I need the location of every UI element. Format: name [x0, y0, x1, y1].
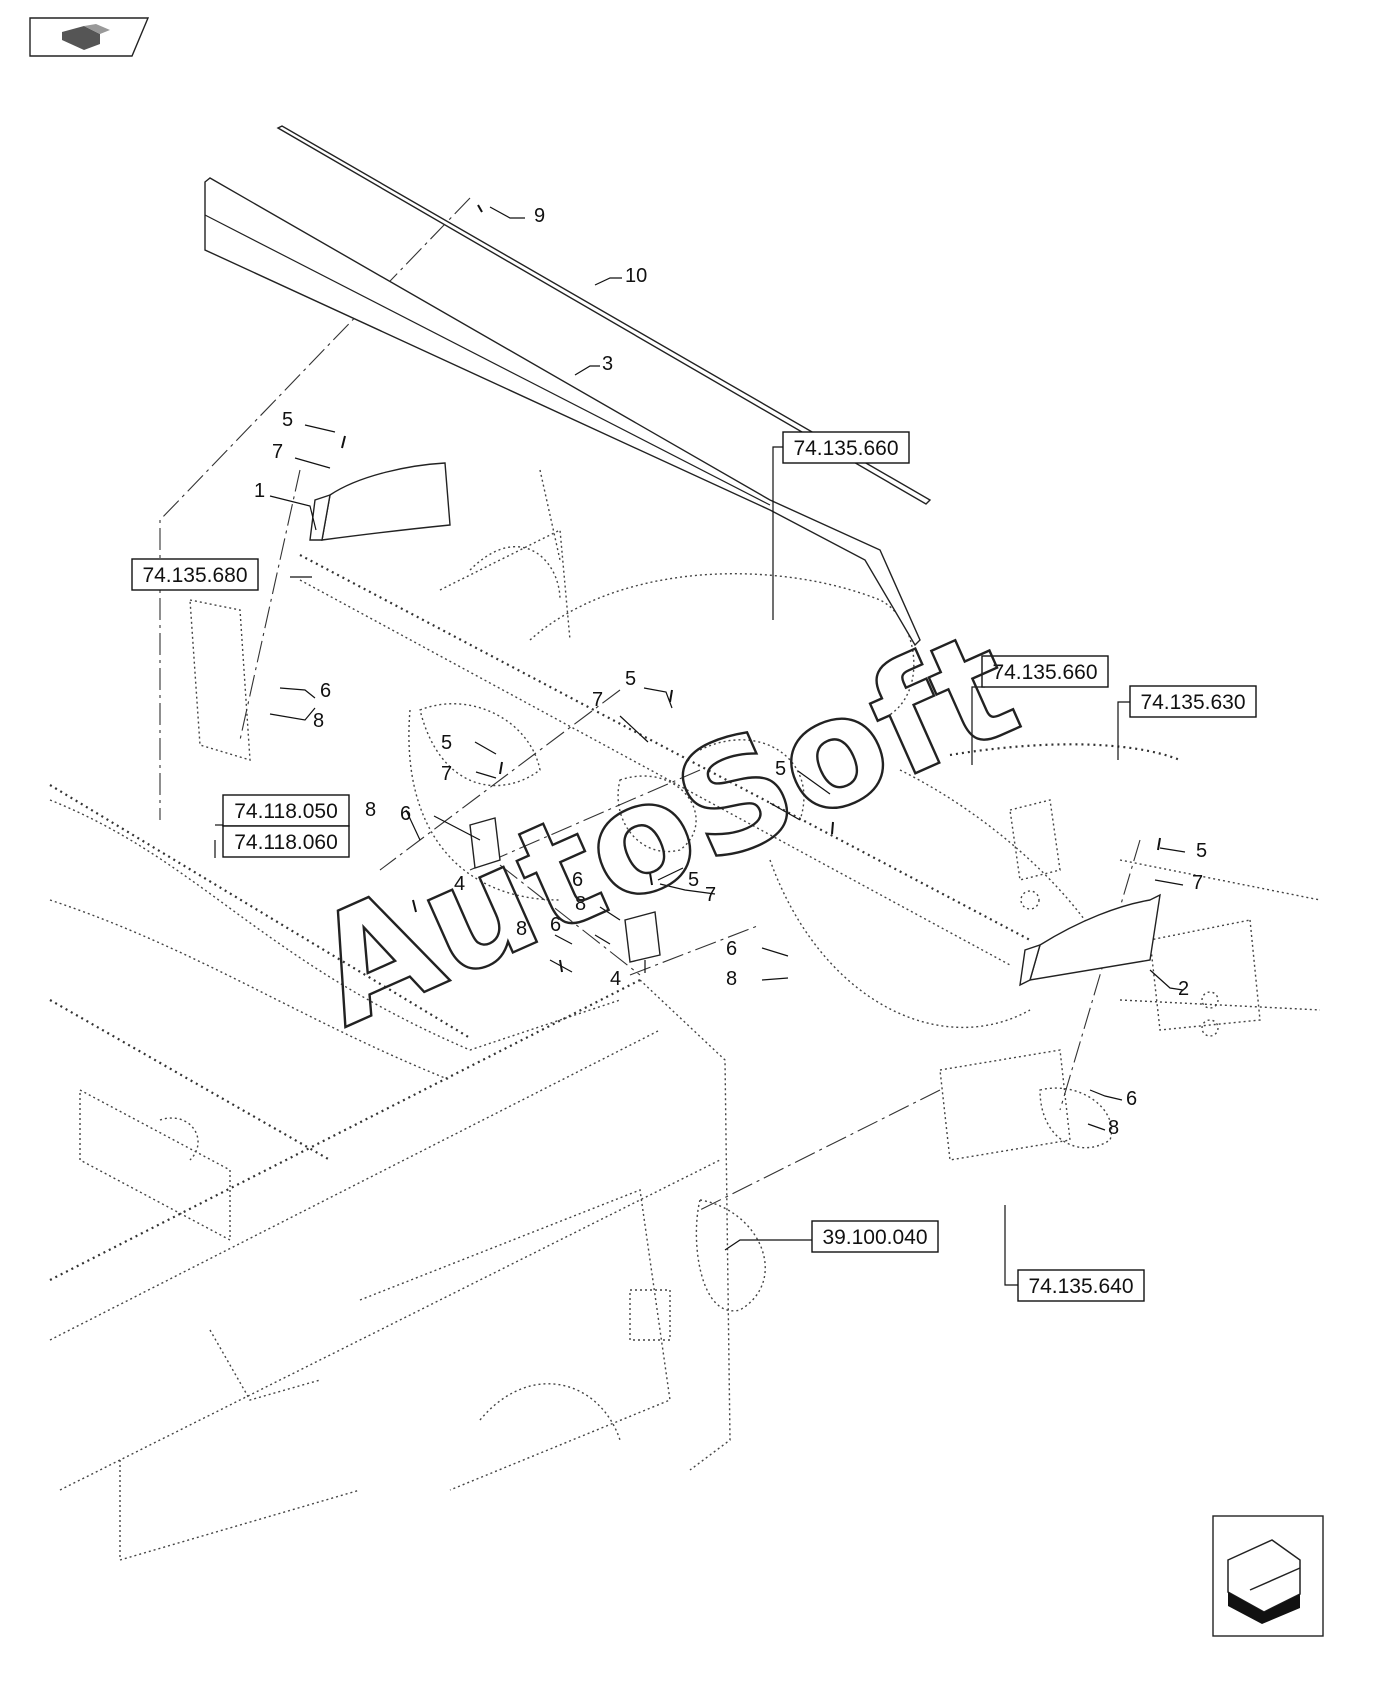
callout-10: 10: [625, 265, 647, 287]
callout-6: 6: [572, 869, 583, 891]
callout-7: 7: [272, 441, 283, 463]
next-page-button[interactable]: [1212, 1515, 1324, 1637]
watermark: AutoSoft: [287, 597, 1041, 1062]
svg-text:74.118.050: 74.118.050: [234, 800, 338, 823]
next-page-icon: [1227, 1539, 1301, 1624]
svg-text:74.135.660: 74.135.660: [793, 437, 898, 460]
svg-text:74.135.630: 74.135.630: [1140, 691, 1245, 714]
callout-5: 5: [688, 869, 699, 891]
ref-74-135-680[interactable]: 74.135.680: [131, 558, 259, 591]
part-1-shield: [309, 462, 451, 541]
callout-5: 5: [282, 409, 293, 431]
ref-74-135-660-mid[interactable]: 74.135.660: [981, 655, 1109, 688]
callout-7: 7: [705, 884, 716, 906]
part-4-bracket-upper: [469, 817, 501, 869]
ref-74-118-050[interactable]: 74.118.050: [222, 794, 350, 827]
svg-text:74.135.640: 74.135.640: [1028, 1275, 1133, 1298]
callout-4: 4: [454, 873, 465, 895]
prev-page-button[interactable]: [29, 17, 150, 57]
callout-8: 8: [575, 893, 586, 915]
svg-text:74.135.660: 74.135.660: [992, 661, 1097, 684]
callout-7: 7: [1192, 872, 1203, 894]
callout-5: 5: [775, 758, 786, 780]
fasteners: [341, 204, 1161, 973]
callout-7: 7: [441, 763, 452, 785]
ref-74-118-060[interactable]: 74.118.060: [222, 825, 350, 858]
callout-6: 6: [726, 938, 737, 960]
ref-74-135-640[interactable]: 74.135.640: [1017, 1269, 1145, 1302]
svg-text:74.118.060: 74.118.060: [234, 831, 338, 854]
callout-4: 4: [610, 968, 621, 990]
machine-outline: [49, 469, 1321, 1561]
callout-8: 8: [313, 710, 324, 732]
callout-6: 6: [1126, 1088, 1137, 1110]
part-2-shield: [1019, 893, 1161, 987]
item-callouts: 9 10 3 5 7 1 6 8 5 7 5 7 6 8 4 6 5 8 7 6…: [254, 205, 1207, 1139]
callout-6: 6: [550, 914, 561, 936]
svg-text:39.100.040: 39.100.040: [822, 1226, 927, 1249]
callout-8: 8: [1108, 1117, 1119, 1139]
ref-74-135-660-top[interactable]: 74.135.660: [782, 431, 910, 464]
callout-6: 6: [400, 803, 411, 825]
callout-6: 6: [320, 680, 331, 702]
callout-3: 3: [602, 353, 613, 375]
svg-text:74.135.680: 74.135.680: [142, 564, 247, 587]
reference-boxes: 74.135.660 74.135.680 74.135.660 74.135.…: [131, 431, 1257, 1302]
callout-8: 8: [726, 968, 737, 990]
part-10-strip: [276, 125, 932, 505]
callout-8: 8: [365, 799, 376, 821]
part-4-bracket-lower: [624, 911, 661, 963]
callout-5: 5: [625, 668, 636, 690]
callout-9: 9: [534, 205, 545, 227]
prev-page-icon: [62, 24, 110, 50]
svg-text:AutoSoft: AutoSoft: [289, 598, 1041, 1060]
parts: [204, 125, 1161, 987]
callout-7: 7: [592, 689, 603, 711]
callout-2: 2: [1178, 978, 1189, 1000]
callout-1: 1: [254, 480, 265, 502]
callout-5: 5: [441, 732, 452, 754]
ref-39-100-040[interactable]: 39.100.040: [811, 1220, 939, 1253]
part-3-panel: [204, 177, 921, 647]
callout-5: 5: [1196, 840, 1207, 862]
ref-74-135-630[interactable]: 74.135.630: [1129, 685, 1257, 718]
callout-8: 8: [516, 918, 527, 940]
